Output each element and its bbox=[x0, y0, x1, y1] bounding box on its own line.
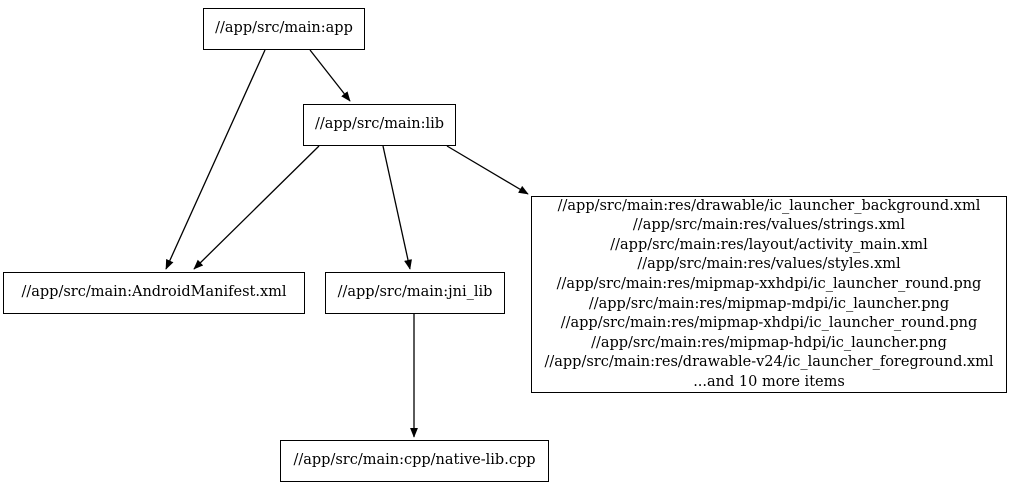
graph-edge-lib-to-jni-lib bbox=[382, 145, 412, 270]
graph-node-label: //app/src/main:cpp/native-lib.cpp bbox=[293, 452, 536, 469]
graph-node-label: //app/src/main:res/drawable/ic_launcher_… bbox=[544, 197, 994, 390]
graph-edge-lib-to-manifest bbox=[193, 145, 320, 270]
graph-node-res_bundle[interactable]: //app/src/main:res/drawable/ic_launcher_… bbox=[531, 196, 1007, 393]
graph-node-label: //app/src/main:app bbox=[215, 20, 353, 37]
graph-node-jni_lib[interactable]: //app/src/main:jni_lib bbox=[325, 272, 505, 314]
graph-node-manifest[interactable]: //app/src/main:AndroidManifest.xml bbox=[3, 272, 305, 314]
graph-node-native_lib[interactable]: //app/src/main:cpp/native-lib.cpp bbox=[280, 440, 549, 482]
graph-node-app[interactable]: //app/src/main:app bbox=[203, 8, 365, 50]
graph-edge-app-to-lib bbox=[309, 49, 351, 102]
graph-edge-lib-to-res-bundle bbox=[446, 145, 529, 195]
graph-node-lib[interactable]: //app/src/main:lib bbox=[303, 104, 456, 146]
graph-node-label: //app/src/main:AndroidManifest.xml bbox=[21, 284, 287, 301]
graph-node-label: //app/src/main:jni_lib bbox=[337, 284, 493, 301]
graph-node-label: //app/src/main:lib bbox=[314, 116, 445, 133]
graph-edge-app-to-manifest bbox=[165, 49, 266, 270]
